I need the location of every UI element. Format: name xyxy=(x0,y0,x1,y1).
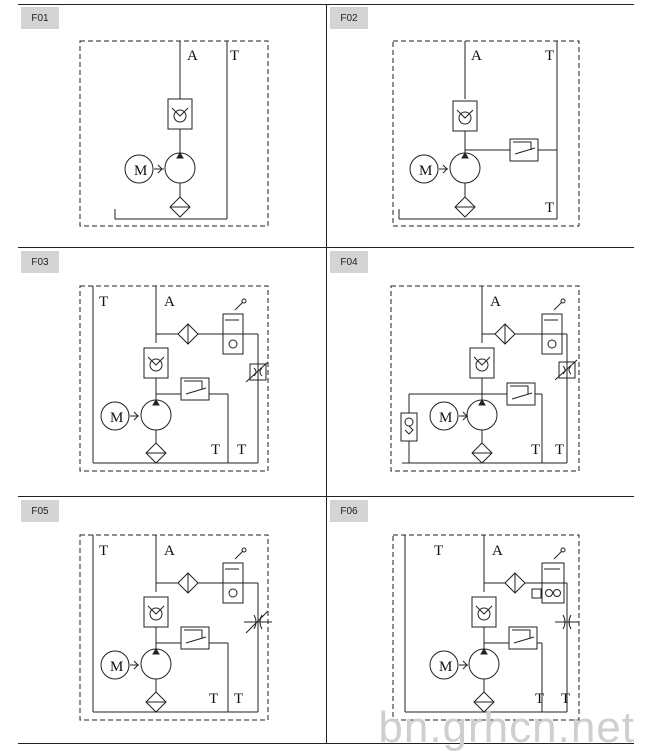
filter xyxy=(177,323,199,345)
cell-tag: F02 xyxy=(330,7,368,29)
label-t: T xyxy=(434,543,443,559)
cell-f02: F02 M A xyxy=(327,4,634,247)
manifold-boundary xyxy=(79,40,269,227)
motor xyxy=(124,154,164,184)
filter xyxy=(177,572,199,594)
check-valve xyxy=(167,98,193,130)
motor-symbol: M xyxy=(439,659,452,675)
circuit-f03: M T A T T xyxy=(79,285,269,472)
relief-valve xyxy=(506,382,536,406)
relief-valve xyxy=(180,377,210,401)
circuit-f01: M A T xyxy=(79,40,269,227)
check-valve xyxy=(143,347,169,379)
circuit-f06: M T A T T xyxy=(392,534,580,721)
label-a: A xyxy=(492,543,503,559)
check-valve xyxy=(143,596,169,628)
label-t: T xyxy=(209,691,218,707)
directional-valve xyxy=(222,298,247,355)
cell-f04: F04 xyxy=(327,248,634,496)
label-a: A xyxy=(187,48,198,64)
pump xyxy=(466,399,498,431)
grid: F01 M A T xyxy=(18,4,634,744)
watermark: bn.grhcn.net xyxy=(378,703,635,752)
label-t: T xyxy=(237,442,246,458)
manifold-boundary xyxy=(392,40,580,227)
throttle-valve xyxy=(244,610,272,634)
manifold-boundary xyxy=(390,285,580,472)
throttle-valve xyxy=(245,361,269,383)
relief-valve xyxy=(509,138,539,162)
cell-tag: F05 xyxy=(21,500,59,522)
circuit-f02: M A T T xyxy=(392,40,580,227)
motor-symbol: M xyxy=(110,410,123,426)
motor-symbol: M xyxy=(439,410,452,426)
label-t: T xyxy=(531,442,540,458)
label-t: T xyxy=(555,442,564,458)
label-a: A xyxy=(490,294,501,310)
label-t: T xyxy=(234,691,243,707)
throttle-valve xyxy=(554,359,578,381)
cell-f03: F03 xyxy=(18,248,326,496)
directional-valve xyxy=(541,298,566,355)
label-t: T xyxy=(545,48,554,64)
relief-valve xyxy=(508,626,538,650)
filter xyxy=(454,196,476,218)
motor xyxy=(100,650,139,680)
motor-symbol: M xyxy=(110,659,123,675)
filter xyxy=(471,442,493,464)
pump xyxy=(140,399,172,431)
motor-symbol: M xyxy=(134,163,147,179)
label-a: A xyxy=(164,294,175,310)
circuit-f04: M A T T xyxy=(390,285,580,472)
label-t: T xyxy=(535,691,544,707)
check-valve xyxy=(452,100,478,132)
motor xyxy=(100,401,139,431)
filter xyxy=(494,323,516,345)
grid-line xyxy=(326,4,327,744)
manifold-boundary xyxy=(79,534,269,721)
directional-valve xyxy=(531,547,566,604)
check-valve xyxy=(471,596,497,628)
label-a: A xyxy=(471,48,482,64)
manifold-boundary xyxy=(79,285,269,472)
manifold-boundary xyxy=(392,534,580,721)
pump xyxy=(164,152,196,184)
label-t: T xyxy=(545,200,554,216)
cell-tag: F04 xyxy=(330,251,368,273)
cell-f01: F01 M A T xyxy=(18,4,326,247)
relief-valve xyxy=(180,626,210,650)
cell-f05: F05 xyxy=(18,497,326,743)
throttle-valve xyxy=(555,614,579,630)
circuit-f05: M T A T T xyxy=(79,534,272,721)
motor xyxy=(409,154,448,184)
motor-symbol: M xyxy=(419,163,432,179)
pump xyxy=(449,152,481,184)
cell-tag: F03 xyxy=(21,251,59,273)
motor xyxy=(429,650,468,680)
cell-f06: F06 xyxy=(327,497,634,743)
pump xyxy=(468,648,500,680)
label-t: T xyxy=(211,442,220,458)
accumulator xyxy=(400,412,418,442)
motor xyxy=(429,401,468,431)
check-valve xyxy=(469,347,495,379)
cell-tag: F01 xyxy=(21,7,59,29)
filter xyxy=(145,442,167,464)
label-t: T xyxy=(561,691,570,707)
label-a: A xyxy=(164,543,175,559)
label-t: T xyxy=(99,294,108,310)
label-t: T xyxy=(99,543,108,559)
pump xyxy=(140,648,172,680)
filter xyxy=(504,572,526,594)
filter xyxy=(473,691,495,713)
directional-valve xyxy=(222,547,247,604)
filter xyxy=(169,196,191,218)
label-t: T xyxy=(230,48,239,64)
cell-tag: F06 xyxy=(330,500,368,522)
filter xyxy=(145,691,167,713)
